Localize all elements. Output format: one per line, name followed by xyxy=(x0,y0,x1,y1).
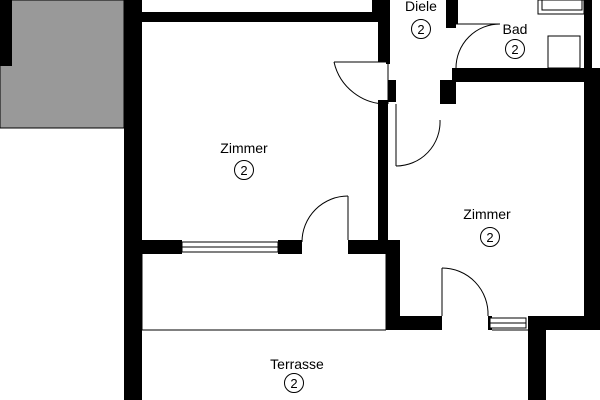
room-bad: Bad 2 xyxy=(503,21,528,59)
room-badge-number: 2 xyxy=(290,376,297,391)
room-name: Diele xyxy=(405,0,437,14)
circled-number-badge: 2 xyxy=(411,19,431,39)
door-swing-icon xyxy=(301,23,501,317)
room-badge-number: 2 xyxy=(511,42,518,57)
room-zimmer-left: Zimmer 2 xyxy=(220,140,268,180)
room-zimmer-right: Zimmer 2 xyxy=(463,206,511,247)
window-icon xyxy=(181,241,279,253)
room-name: Terrasse xyxy=(270,356,324,372)
circled-number-badge: 2 xyxy=(234,160,254,180)
room-terrasse: Terrasse 2 xyxy=(270,356,324,393)
circled-number-badge: 2 xyxy=(480,227,500,247)
room-diele: Diele 2 xyxy=(405,0,437,39)
room-badge-number: 2 xyxy=(417,22,424,37)
circled-number-badge: 2 xyxy=(505,39,525,59)
room-badge-number: 2 xyxy=(486,230,493,245)
walls xyxy=(124,0,600,400)
room-name: Zimmer xyxy=(463,206,511,222)
thin-lines xyxy=(141,62,528,331)
window-icon xyxy=(489,317,527,329)
circled-number-badge: 2 xyxy=(284,373,304,393)
shaded-area xyxy=(0,0,125,129)
bathroom-fixtures xyxy=(537,0,585,69)
room-name: Bad xyxy=(503,21,528,37)
room-name: Zimmer xyxy=(220,140,268,156)
room-badge-number: 2 xyxy=(240,163,247,178)
